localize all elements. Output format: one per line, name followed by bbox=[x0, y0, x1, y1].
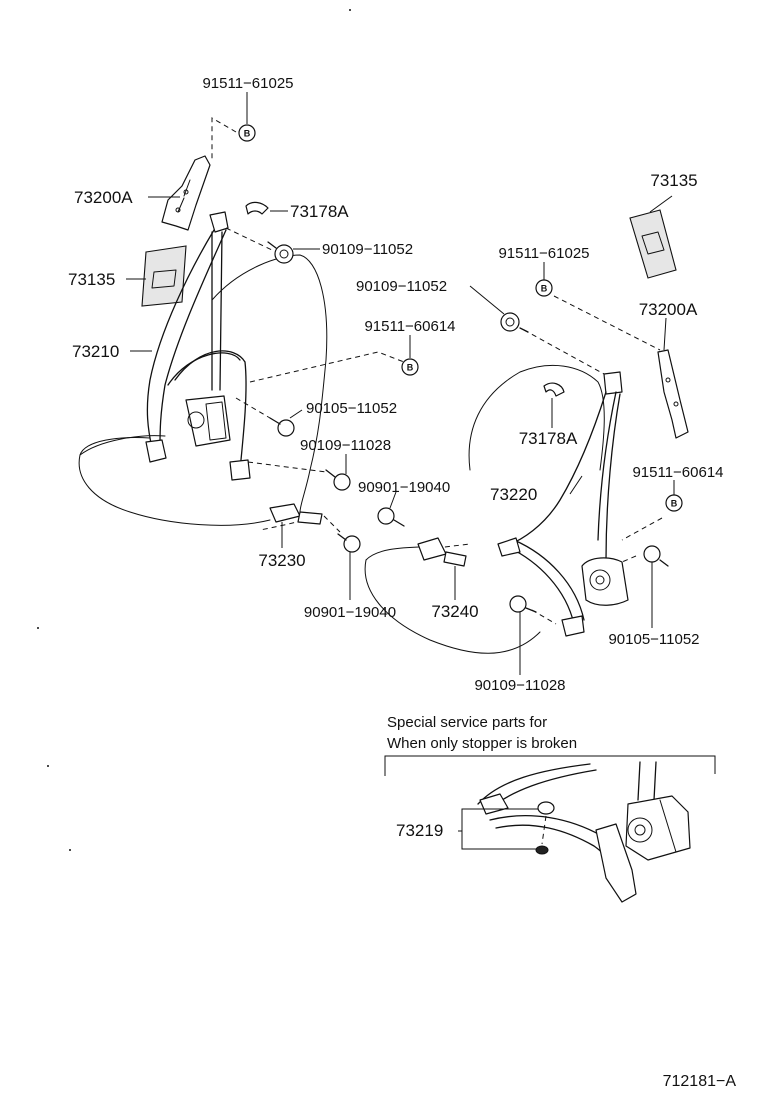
figure-reference: 712181−A bbox=[663, 1073, 737, 1090]
label-90109-11028-left: 90109−11028 bbox=[300, 437, 391, 454]
special-service-inset: Special service parts for When only stop… bbox=[384, 714, 716, 903]
label-73219: 73219 bbox=[396, 821, 443, 840]
special-note-line2: When only stopper is broken bbox=[387, 735, 577, 752]
label-90109-11028-right: 90109−11028 bbox=[474, 677, 565, 694]
label-73210: 73210 bbox=[72, 342, 119, 361]
label-91511-61025-left: 91511−61025 bbox=[202, 75, 293, 92]
svg-text:B: B bbox=[244, 129, 251, 139]
right-shoulder-adjuster bbox=[657, 349, 689, 439]
right-clip-73178A bbox=[543, 382, 565, 397]
label-90109-11052-right: 90109−11052 bbox=[356, 278, 447, 295]
label-90105-11052-right: 90105−11052 bbox=[608, 631, 699, 648]
label-73135-right: 73135 bbox=[650, 171, 697, 190]
right-bolt-marker-60614: B bbox=[665, 494, 683, 512]
left-belt-73210 bbox=[145, 211, 251, 481]
label-91511-61025-right: 91511−61025 bbox=[498, 245, 589, 262]
label-91511-60614-left: 91511−60614 bbox=[364, 318, 455, 335]
left-cover-73135 bbox=[141, 245, 187, 307]
left-bolt-marker-60614: B bbox=[401, 358, 419, 376]
right-cover-73135 bbox=[629, 209, 677, 279]
label-73240: 73240 bbox=[431, 602, 478, 621]
svg-text:B: B bbox=[671, 499, 678, 509]
left-bolt-90109-11052 bbox=[267, 241, 294, 264]
label-90901-19040-mid: 90901−19040 bbox=[358, 479, 450, 496]
scan-specks bbox=[37, 9, 351, 851]
left-dashed-links bbox=[211, 117, 405, 533]
right-bolt-90109-11052 bbox=[500, 312, 529, 333]
label-73200A-right: 73200A bbox=[639, 300, 698, 319]
mid-bolt-90901-19040 bbox=[377, 507, 405, 527]
left-clip-73178A bbox=[245, 201, 269, 215]
label-73230: 73230 bbox=[258, 551, 305, 570]
label-73220: 73220 bbox=[490, 485, 537, 504]
left-bolt-90109-11028 bbox=[325, 469, 351, 491]
right-buckle-73240 bbox=[417, 537, 467, 567]
right-bolt-90109-11028 bbox=[509, 595, 537, 613]
label-90901-19040-bottom: 90901−19040 bbox=[304, 604, 396, 621]
label-73135-left: 73135 bbox=[68, 270, 115, 289]
left-buckle-73230 bbox=[269, 503, 323, 525]
leader-lines bbox=[126, 92, 675, 675]
special-note-line1: Special service parts for bbox=[387, 714, 547, 731]
label-90109-11052-left: 90109−11052 bbox=[322, 241, 413, 258]
left-shoulder-adjuster bbox=[161, 155, 211, 231]
left-seat-outline bbox=[78, 254, 328, 531]
left-bolt-90901-19040-bottom bbox=[337, 533, 361, 553]
part-labels: 91511−61025 73200A 73178A 90109−11052 73… bbox=[68, 75, 724, 694]
label-91511-60614-right: 91511−60614 bbox=[632, 464, 723, 481]
right-belt-73220 bbox=[497, 371, 629, 637]
right-bolt-90105-11052 bbox=[643, 545, 669, 567]
right-bolt-marker-61025: B bbox=[535, 279, 553, 297]
label-73178A-right: 73178A bbox=[519, 429, 578, 448]
label-90105-11052-left: 90105−11052 bbox=[306, 400, 397, 417]
label-73178A-left: 73178A bbox=[290, 202, 349, 221]
left-bolt-marker-61025: B bbox=[238, 124, 256, 142]
label-73200A-left: 73200A bbox=[74, 188, 133, 207]
left-bolt-90105-11052 bbox=[269, 417, 295, 437]
svg-text:B: B bbox=[541, 284, 548, 294]
svg-text:B: B bbox=[407, 363, 414, 373]
right-seat-outline bbox=[364, 364, 605, 654]
